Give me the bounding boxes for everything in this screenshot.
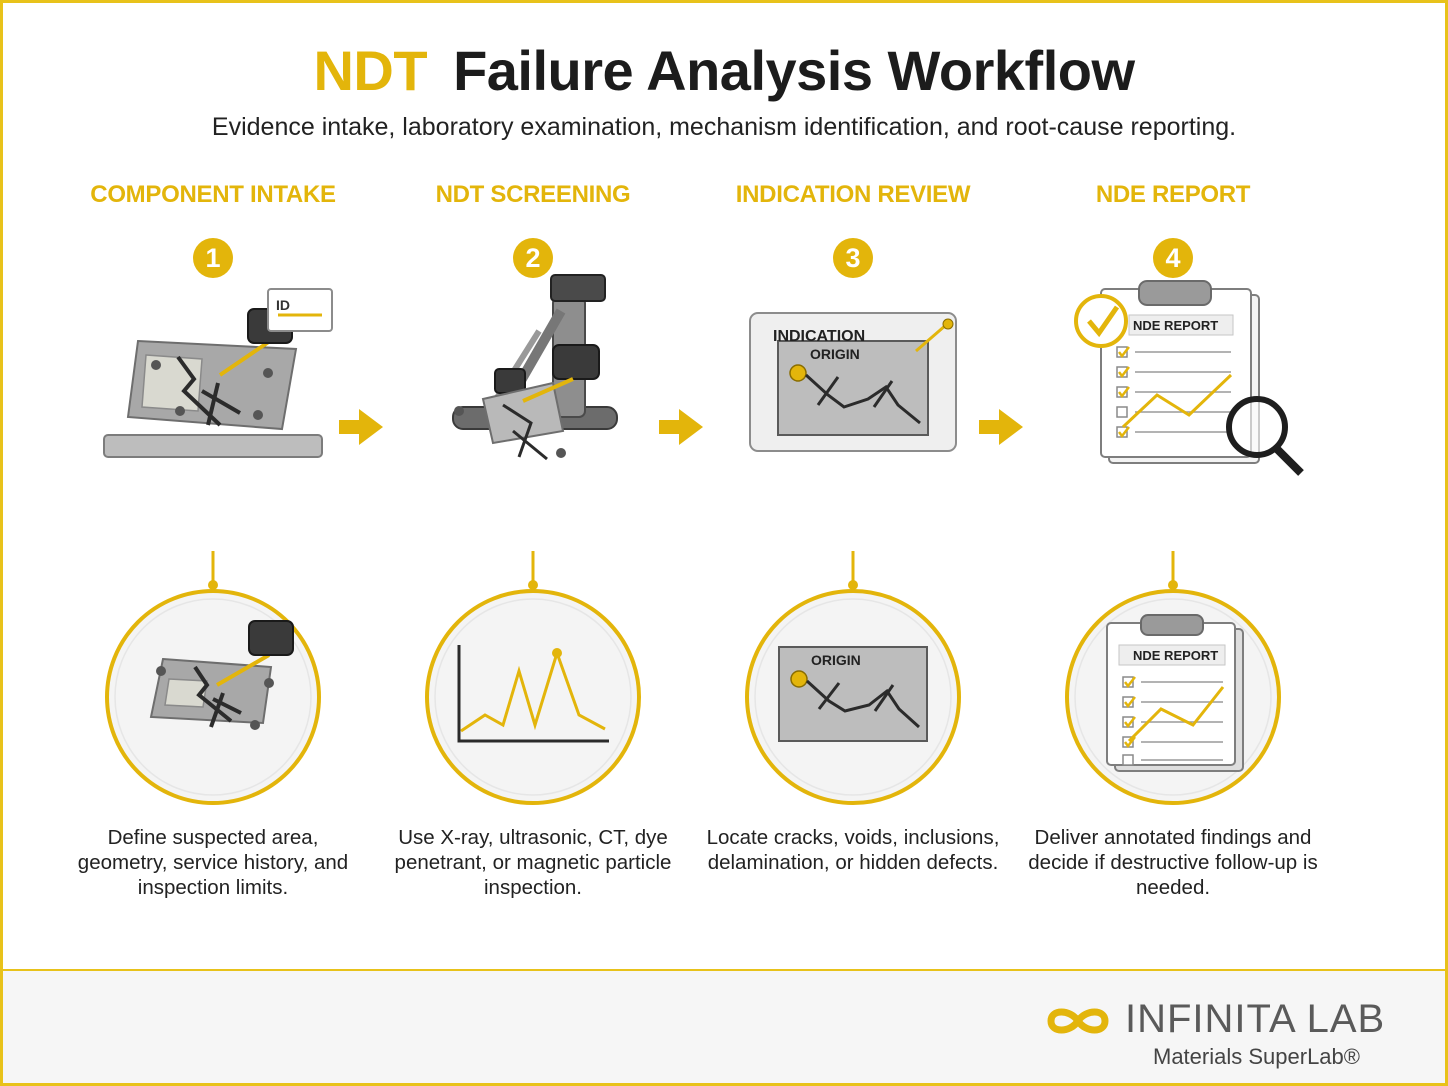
step-arrow-icon: [659, 409, 703, 445]
circle-origin-label: ORIGIN: [811, 652, 861, 668]
circle-report-title: NDE REPORT: [1133, 648, 1218, 663]
report-title: NDE REPORT: [1133, 318, 1218, 333]
step-3-badge: 3: [833, 238, 873, 278]
step-4-badge: 4: [1153, 238, 1193, 278]
brand-name: INFINITA LAB: [1125, 997, 1386, 1041]
connector: [848, 551, 858, 590]
step-4-description: Deliver annotated findings and decide if…: [1028, 826, 1318, 899]
connector: [208, 551, 218, 590]
title-accent: NDT: [313, 39, 428, 102]
component-intake-illustration: ID: [103, 288, 333, 458]
connector: [528, 551, 538, 590]
indication-detail-circle: ORIGIN: [745, 589, 961, 805]
footer: INFINITA LAB Materials SuperLab®: [3, 969, 1445, 1083]
step-1-description: Define suspected area, geometry, service…: [77, 826, 349, 899]
step-3-heading: INDICATION REVIEW: [735, 181, 971, 208]
title-main: Failure Analysis Workflow: [453, 39, 1135, 102]
step-2-badge: 2: [513, 238, 553, 278]
infinity-logo-icon: [1047, 1008, 1109, 1034]
step-1-badge: 1: [193, 238, 233, 278]
nde-report-illustration: NDE REPORT: [1074, 280, 1304, 476]
screen-origin-label: ORIGIN: [810, 346, 860, 362]
connector: [1168, 551, 1178, 590]
step-2-heading: NDT SCREENING: [435, 181, 631, 208]
step-2-description: Use X-ray, ultrasonic, CT, dye penetrant…: [394, 826, 672, 899]
signal-detail-circle: [425, 589, 641, 805]
page-title: NDT Failure Analysis Workflow: [3, 39, 1445, 103]
indication-review-illustration: INDICATION ORIGIN: [749, 312, 957, 452]
ndt-screening-illustration: [452, 274, 618, 461]
step-1-heading: COMPONENT INTAKE: [90, 181, 336, 208]
screen-title: INDICATION: [773, 328, 865, 345]
id-tag-label: ID: [276, 297, 290, 313]
report-detail-circle: NDE REPORT: [1065, 589, 1281, 805]
brand-tagline: Materials SuperLab®: [1153, 1044, 1360, 1069]
step-arrow-icon: [979, 409, 1023, 445]
component-detail-circle: [105, 589, 321, 805]
step-arrow-icon: [339, 409, 383, 445]
step-3-description: Locate cracks, voids, inclusions, delami…: [706, 826, 1000, 874]
step-4-heading: NDE REPORT: [1095, 181, 1251, 208]
page-subtitle: Evidence intake, laboratory examination,…: [211, 113, 1237, 141]
